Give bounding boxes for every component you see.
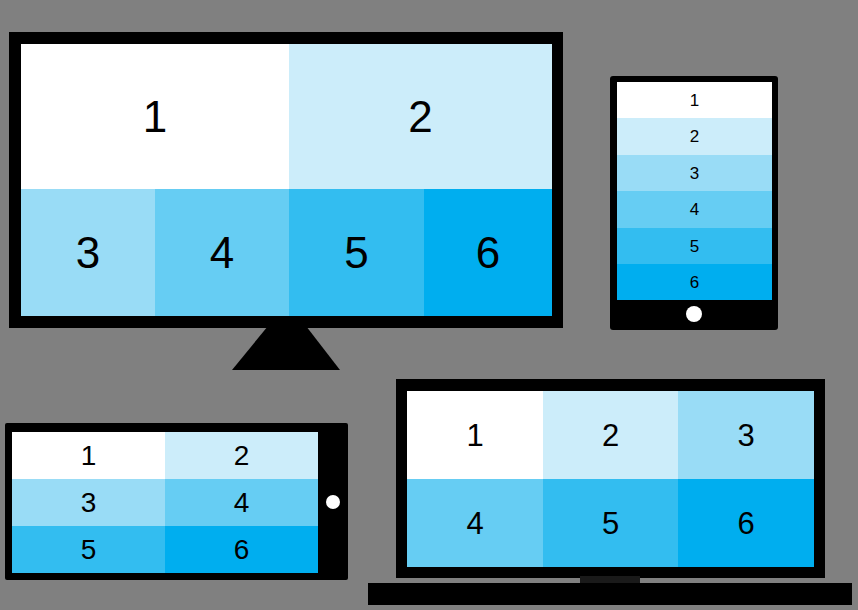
screen-panel: 6	[424, 189, 552, 316]
panel-number: 2	[602, 420, 619, 451]
panel-number: 4	[466, 508, 483, 539]
screen-panel: 3	[12, 479, 165, 526]
panel-number: 5	[690, 238, 699, 255]
panel-number: 2	[690, 128, 699, 145]
screen-panel: 4	[617, 191, 772, 228]
screen-panel: 2	[543, 391, 678, 479]
tablet-frame	[5, 423, 348, 580]
panel-number: 4	[210, 231, 234, 275]
screen-panel: 6	[678, 479, 814, 567]
screen-panel: 2	[289, 44, 552, 189]
panel-number: 6	[737, 508, 754, 539]
screen-panel: 2	[165, 432, 318, 479]
screen-panel: 3	[617, 155, 772, 191]
screen-panel: 2	[617, 118, 772, 155]
monitor-frame	[9, 32, 563, 328]
panel-number: 6	[690, 274, 699, 291]
screen-panel: 5	[289, 189, 424, 316]
laptop-base	[368, 583, 852, 605]
panel-number: 1	[81, 442, 97, 470]
panel-number: 3	[81, 489, 97, 517]
screen-panel: 4	[165, 479, 318, 526]
panel-number: 4	[234, 489, 250, 517]
screen-panel: 1	[407, 391, 543, 479]
panel-number: 5	[81, 536, 97, 564]
panel-number: 2	[234, 442, 250, 470]
screen-panel: 5	[617, 228, 772, 264]
screen-panel: 6	[165, 526, 318, 573]
panel-number: 4	[690, 201, 699, 218]
screen-panel: 3	[678, 391, 814, 479]
panel-number: 1	[466, 420, 483, 451]
screen-panel: 5	[12, 526, 165, 573]
panel-number: 3	[737, 420, 754, 451]
screen-panel: 6	[617, 264, 772, 300]
panel-number: 5	[344, 231, 368, 275]
tablet-button	[326, 495, 340, 509]
panel-number: 3	[690, 165, 699, 182]
phone-button	[686, 306, 702, 322]
screen-panel: 1	[21, 44, 289, 189]
panel-number: 6	[234, 536, 250, 564]
screen-panel: 1	[617, 82, 772, 118]
panel-number: 1	[690, 92, 699, 109]
screen-panel: 5	[543, 479, 678, 567]
panel-number: 3	[76, 231, 100, 275]
screen-panel: 4	[407, 479, 543, 567]
laptop-frame	[396, 379, 825, 578]
screen-panel: 1	[12, 432, 165, 479]
screen-panel: 4	[155, 189, 289, 316]
panel-number: 1	[143, 95, 167, 139]
panel-number: 2	[408, 95, 432, 139]
panel-number: 5	[602, 508, 619, 539]
phone-frame	[610, 76, 778, 330]
panel-number: 6	[476, 231, 500, 275]
monitor-stand	[232, 326, 340, 370]
screen-panel: 3	[21, 189, 155, 316]
